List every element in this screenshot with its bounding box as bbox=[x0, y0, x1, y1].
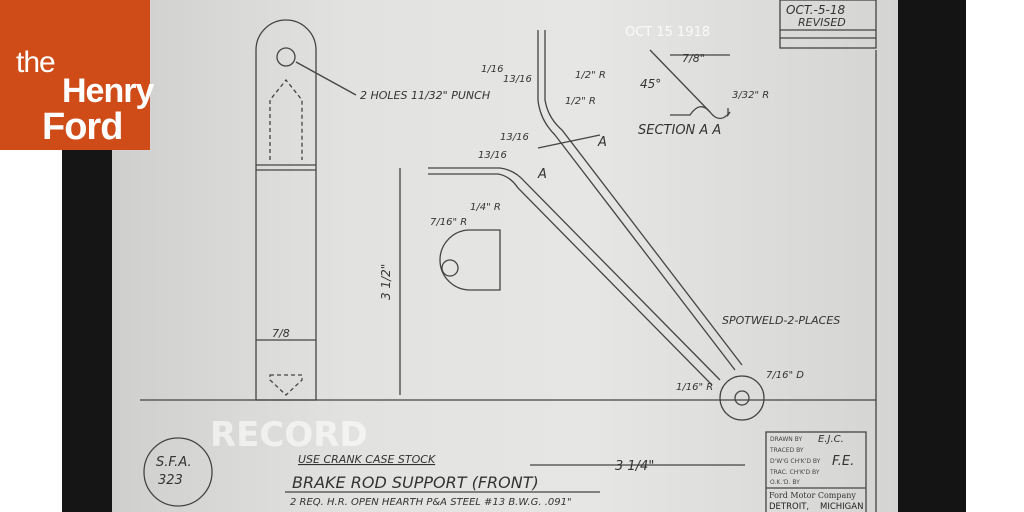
hole-dim: 7/16" D bbox=[766, 370, 804, 381]
state: MICHIGAN bbox=[820, 502, 863, 512]
radius-dim-5: 1/16" R bbox=[676, 382, 713, 393]
drawing-title: BRAKE ROD SUPPORT (FRONT) bbox=[292, 473, 539, 492]
dim-top-4: 13/16 bbox=[478, 150, 507, 161]
logo-the: the bbox=[16, 46, 56, 79]
dim-top-2: 13/16 bbox=[503, 74, 532, 85]
dim-top-3: 13/16 bbox=[500, 132, 529, 143]
ok-by-label: O.K.'D. BY bbox=[770, 479, 800, 486]
part-number-circle bbox=[143, 437, 213, 507]
drawn-by-label: DRAWN BY bbox=[770, 436, 802, 443]
photo-border-right bbox=[898, 0, 966, 512]
revision-label: REVISED bbox=[798, 16, 846, 29]
material-note: 2 REQ. H.R. OPEN HEARTH P&A STEEL #13 B.… bbox=[290, 497, 572, 508]
section-marker-a2: A bbox=[597, 135, 607, 150]
received-stamp: OCT 15 1918 bbox=[625, 25, 710, 40]
drawn-by: E.J.C. bbox=[818, 434, 844, 445]
city: DETROIT, bbox=[769, 502, 809, 512]
part-number: 323 bbox=[158, 473, 183, 488]
section-aa-view: 7/8" 3/32" R 45° SECTION A A bbox=[638, 49, 769, 138]
radius-dim-1: 1/2" R bbox=[575, 70, 606, 81]
traced-by-label: TRACED BY bbox=[769, 447, 804, 454]
checked-by-label: D'W'G CH'K'D BY bbox=[770, 458, 821, 465]
dim-top-1: 1/16 bbox=[481, 64, 503, 75]
bracket-view bbox=[399, 30, 765, 466]
drawing-sheet bbox=[112, 0, 904, 512]
stock-note: USE CRANK CASE STOCK bbox=[298, 453, 436, 466]
revision-date: OCT.-5-18 bbox=[786, 3, 845, 17]
radius-dim-4: 7/16" R bbox=[430, 217, 467, 228]
henry-ford-logo[interactable]: the Henry Ford bbox=[0, 0, 154, 150]
width-dim: 3 1/4" bbox=[615, 459, 654, 474]
record-watermark: RECORD bbox=[210, 415, 368, 455]
company-name: Ford Motor Company bbox=[769, 491, 856, 500]
part-code: S.F.A. bbox=[156, 455, 192, 470]
strip-width-dim: 7/8 bbox=[272, 327, 290, 340]
angle-dim: 45° bbox=[640, 77, 661, 91]
checked-by: F.E. bbox=[832, 454, 854, 469]
section-radius-dim: 3/32" R bbox=[732, 90, 769, 101]
title-block: DRAWN BY E.J.C. TRACED BY D'W'G CH'K'D B… bbox=[765, 431, 867, 512]
height-dim: 3 1/2" bbox=[379, 264, 393, 300]
logo-henry: Henry bbox=[62, 72, 154, 110]
photo-border-left bbox=[62, 140, 120, 512]
trace-checked-label: TRAC. CH'K'D BY bbox=[769, 469, 820, 476]
strip-view: 7/8 bbox=[255, 19, 357, 401]
spotweld-note: SPOTWELD-2-PLACES bbox=[722, 314, 840, 327]
holes-note: 2 HOLES 11/32" PUNCH bbox=[360, 89, 490, 102]
section-marker-a1: A bbox=[537, 167, 547, 182]
logo-ford: Ford bbox=[42, 106, 123, 148]
radius-dim-2: 1/2" R bbox=[565, 96, 596, 107]
section-label: SECTION A A bbox=[638, 123, 721, 138]
section-width-dim: 7/8" bbox=[682, 52, 705, 65]
revision-box: OCT.-5-18 REVISED bbox=[779, 0, 877, 49]
radius-dim-3: 1/4" R bbox=[470, 202, 501, 213]
